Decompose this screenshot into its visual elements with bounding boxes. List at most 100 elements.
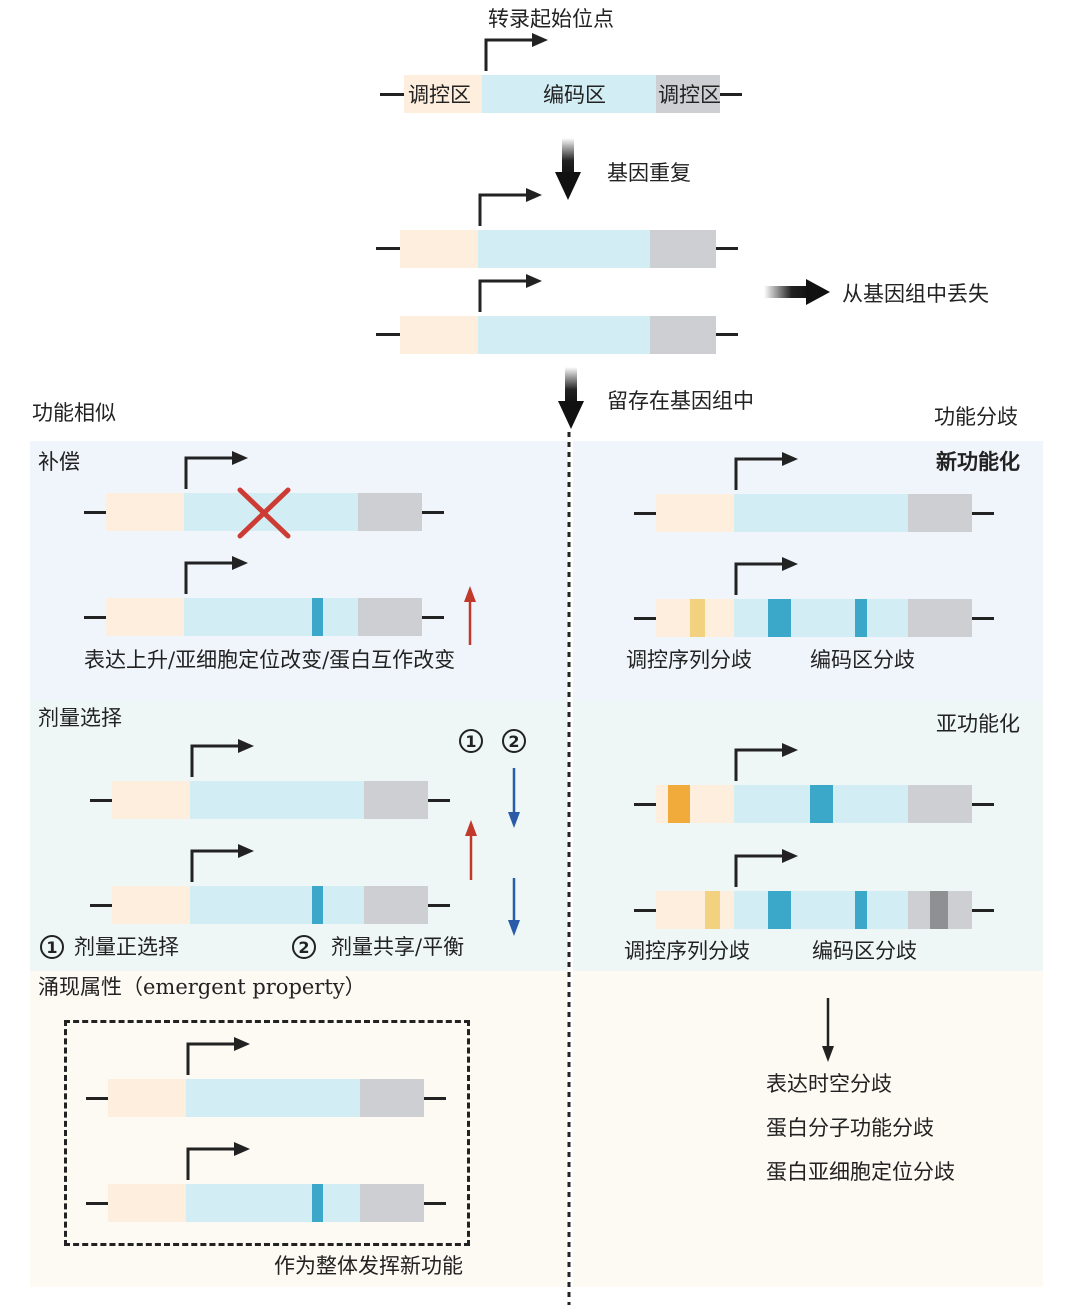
coding-mutation — [312, 1184, 323, 1222]
gene-flank-left — [90, 799, 112, 802]
regulatory-region-right — [364, 781, 428, 819]
regulatory-region-right — [650, 230, 716, 268]
gene-flank-left — [634, 617, 656, 620]
up-arrow-icon — [464, 586, 476, 645]
tss-arrow-icon — [184, 451, 248, 489]
coding-region — [734, 599, 908, 637]
label-lost: 从基因组中丢失 — [842, 282, 989, 306]
regulatory-region-right — [656, 75, 720, 113]
tss-arrow-icon — [186, 1142, 250, 1180]
gene-flank-right — [972, 617, 994, 620]
tss-arrow-icon — [190, 844, 254, 882]
coding-mutation — [855, 599, 867, 637]
coding-region — [184, 493, 358, 531]
gene-flank-right — [720, 93, 742, 96]
coding-region — [186, 1079, 360, 1117]
regulatory-region-right — [364, 886, 428, 924]
outcome-arrow-icon — [822, 998, 834, 1062]
regulatory-region-right — [908, 599, 972, 637]
regulatory-region-right — [358, 493, 422, 531]
label-tss: 转录起始位点 — [488, 7, 614, 31]
regulatory-mutation — [705, 891, 720, 929]
regulatory-region-left — [106, 493, 184, 531]
regulatory-region-left — [656, 494, 734, 532]
regulatory-region-right — [650, 316, 716, 354]
regulatory-mutation-dark — [930, 891, 948, 929]
retained-arrow-icon — [558, 367, 584, 429]
emergent-dashed-box — [64, 1020, 470, 1246]
circle-number-1: 1 — [459, 729, 483, 753]
regulatory-mutation — [668, 785, 690, 823]
coding-mutation — [768, 599, 791, 637]
tss-arrow-icon — [190, 739, 254, 777]
regulatory-region-left — [108, 1184, 186, 1222]
regulatory-region-left — [112, 886, 190, 924]
coding-region — [482, 75, 656, 113]
regulatory-region-right — [358, 598, 422, 636]
up-arrow-icon — [465, 820, 477, 880]
gene-flank-right — [972, 803, 994, 806]
circle-number-2: 2 — [502, 729, 526, 753]
title-dosage: 剂量选择 — [38, 706, 122, 730]
gene-flank-left — [376, 333, 400, 336]
outcome-expression: 表达时空分歧 — [766, 1072, 892, 1096]
gene-flank-left — [634, 909, 656, 912]
tss-arrow-icon — [478, 188, 542, 226]
coding-region — [190, 781, 364, 819]
duplication-arrow-icon — [555, 138, 581, 200]
legend-dosage-sharing: 剂量共享/平衡 — [331, 935, 465, 959]
outcome-protein-localization: 蛋白亚细胞定位分歧 — [766, 1160, 955, 1184]
gene-flank-right — [424, 1202, 446, 1205]
label-reg-divergence: 调控序列分歧 — [626, 648, 752, 672]
label-regulatory-left: 调控区 — [408, 83, 471, 107]
regulatory-region-right — [360, 1184, 424, 1222]
gene-flank-right — [422, 616, 444, 619]
gene-flank-left — [376, 247, 400, 250]
gene-flank-left — [90, 904, 112, 907]
gene-flank-right — [716, 333, 738, 336]
label-regulatory-right: 调控区 — [658, 83, 721, 107]
title-subfunctionalization: 亚功能化 — [936, 712, 1020, 736]
tss-arrow-icon — [184, 556, 248, 594]
gene-flank-left — [84, 511, 106, 514]
regulatory-region-right — [360, 1079, 424, 1117]
outcome-protein-function: 蛋白分子功能分歧 — [766, 1116, 934, 1140]
regulatory-mutation — [690, 599, 705, 637]
tss-arrow-icon — [478, 274, 542, 312]
gene-flank-right — [716, 247, 738, 250]
coding-region — [190, 886, 364, 924]
regulatory-region-left — [656, 891, 734, 929]
gene-flank-right — [422, 511, 444, 514]
panel-compensation — [30, 441, 568, 701]
gene-flank-left — [634, 803, 656, 806]
tss-arrow-icon — [734, 849, 798, 887]
tss-arrow-icon — [734, 557, 798, 595]
title-emergent: 涌现属性（emergent property） — [38, 975, 366, 999]
loss-arrow-icon — [764, 279, 830, 305]
regulatory-region-left — [112, 781, 190, 819]
gene-flank-left — [380, 93, 404, 96]
coding-mutation — [312, 886, 323, 924]
legend-circle-1: 1 — [40, 935, 64, 959]
panel-neofunctionalization — [573, 441, 1043, 701]
header-divergent-function: 功能分歧 — [934, 405, 1018, 429]
coding-region — [734, 494, 908, 532]
legend-dosage-positive: 剂量正选择 — [74, 935, 179, 959]
gene-flank-right — [424, 1097, 446, 1100]
coding-region — [184, 598, 358, 636]
label-reg-divergence: 调控序列分歧 — [624, 939, 750, 963]
coding-region — [478, 316, 650, 354]
gene-flank-left — [86, 1097, 108, 1100]
caption-emergent: 作为整体发挥新功能 — [274, 1254, 463, 1278]
gene-flank-right — [972, 909, 994, 912]
tss-arrow-icon — [734, 743, 798, 781]
tss-arrow-icon — [186, 1037, 250, 1075]
caption-compensation: 表达上升/亚细胞定位改变/蛋白互作改变 — [84, 648, 456, 672]
regulatory-region-left — [404, 75, 482, 113]
regulatory-region-left — [108, 1079, 186, 1117]
label-duplication: 基因重复 — [607, 161, 691, 185]
header-similar-function: 功能相似 — [32, 401, 116, 425]
gene-flank-left — [84, 616, 106, 619]
gene-flank-left — [634, 512, 656, 515]
